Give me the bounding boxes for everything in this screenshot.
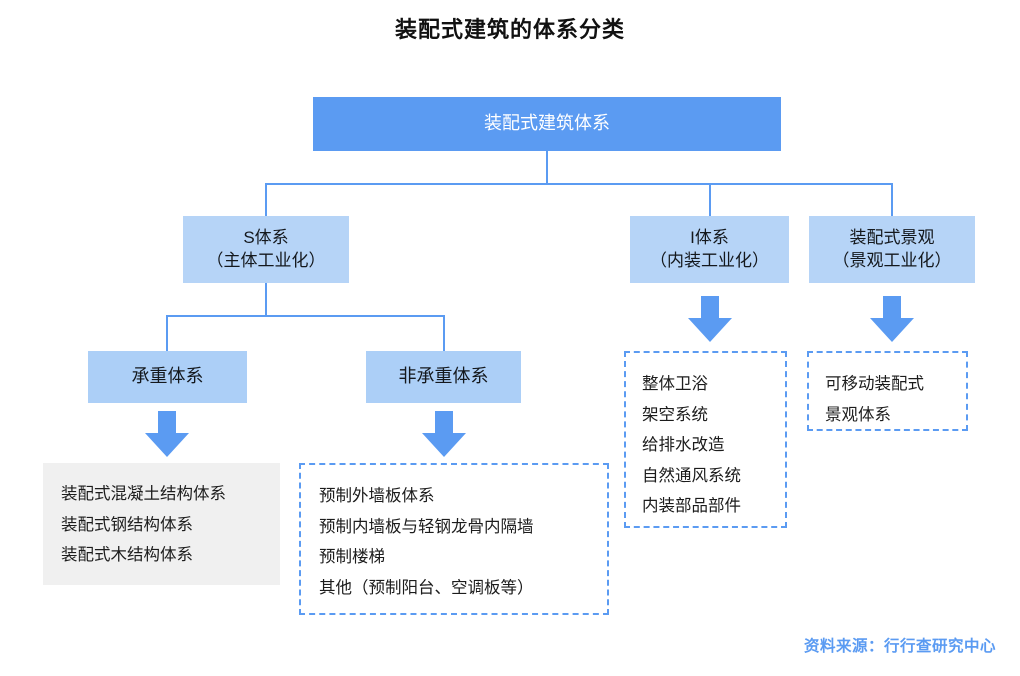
node-i-system[interactable]: I体系 （内装工业化） (630, 216, 789, 283)
node-root[interactable]: 装配式建筑体系 (313, 97, 781, 151)
node-s-system-line2: （主体工业化） (206, 250, 326, 270)
node-s-system[interactable]: S体系 （主体工业化） (183, 216, 349, 283)
panel-load-bearing-list: 装配式混凝土结构体系 装配式钢结构体系 装配式木结构体系 (43, 463, 280, 585)
list-item: 景观体系 (825, 405, 891, 424)
list-item: 预制外墙板体系 (319, 487, 435, 505)
panel-landscape-list: 可移动装配式 景观体系 (807, 351, 968, 431)
connector-drop-landscape (891, 183, 893, 216)
connector-drop-s-system (265, 183, 267, 216)
arrow-down-load-bearing (145, 411, 189, 457)
arrow-down-i-system (688, 296, 732, 342)
connector-s-system-bus (166, 315, 445, 317)
node-landscape-line2: （景观工业化） (832, 250, 952, 270)
list-item: 自然通风系统 (642, 466, 741, 485)
arrow-down-non-load-bearing (422, 411, 466, 457)
connector-root-stem (546, 150, 548, 184)
node-load-bearing-label: 承重体系 (131, 366, 204, 387)
node-landscape-line1: 装配式景观 (849, 228, 935, 248)
list-item: 装配式混凝土结构体系 (61, 485, 226, 503)
list-item: 其他（预制阳台、空调板等） (319, 578, 534, 597)
source-note: 资料来源：行行查研究中心 (803, 638, 996, 655)
node-landscape[interactable]: 装配式景观 （景观工业化） (809, 216, 975, 283)
node-i-system-line2: （内装工业化） (650, 250, 769, 270)
connector-s-system-stem (265, 283, 267, 316)
list-item: 预制楼梯 (319, 548, 385, 567)
panel-non-load-bearing-list: 预制外墙板体系 预制内墙板与轻钢龙骨内隔墙 预制楼梯 其他（预制阳台、空调板等） (299, 463, 609, 615)
page-title: 装配式建筑的体系分类 (394, 17, 625, 42)
list-item: 整体卫浴 (642, 375, 708, 393)
connector-drop-load-bearing (166, 315, 168, 351)
node-non-load-bearing[interactable]: 非承重体系 (366, 351, 521, 403)
arrow-down-landscape (870, 296, 914, 342)
panel-interior-list: 整体卫浴 架空系统 给排水改造 自然通风系统 内装部品部件 (624, 351, 787, 528)
node-load-bearing[interactable]: 承重体系 (88, 351, 247, 403)
connector-root-bus (265, 183, 893, 185)
node-i-system-line1: I体系 (690, 228, 729, 248)
node-root-label: 装配式建筑体系 (484, 113, 610, 134)
list-item: 内装部品部件 (642, 497, 741, 516)
list-item: 装配式钢结构体系 (61, 515, 193, 534)
list-item: 架空系统 (642, 405, 708, 424)
list-item: 给排水改造 (642, 436, 725, 455)
node-non-load-bearing-label: 非承重体系 (398, 366, 489, 387)
list-item: 预制内墙板与轻钢龙骨内隔墙 (319, 517, 534, 536)
node-s-system-line1: S体系 (243, 228, 289, 248)
connector-drop-non-load-bearing (443, 315, 445, 351)
connector-drop-i-system (709, 183, 711, 216)
list-item: 装配式木结构体系 (61, 546, 193, 565)
list-item: 可移动装配式 (825, 375, 924, 393)
